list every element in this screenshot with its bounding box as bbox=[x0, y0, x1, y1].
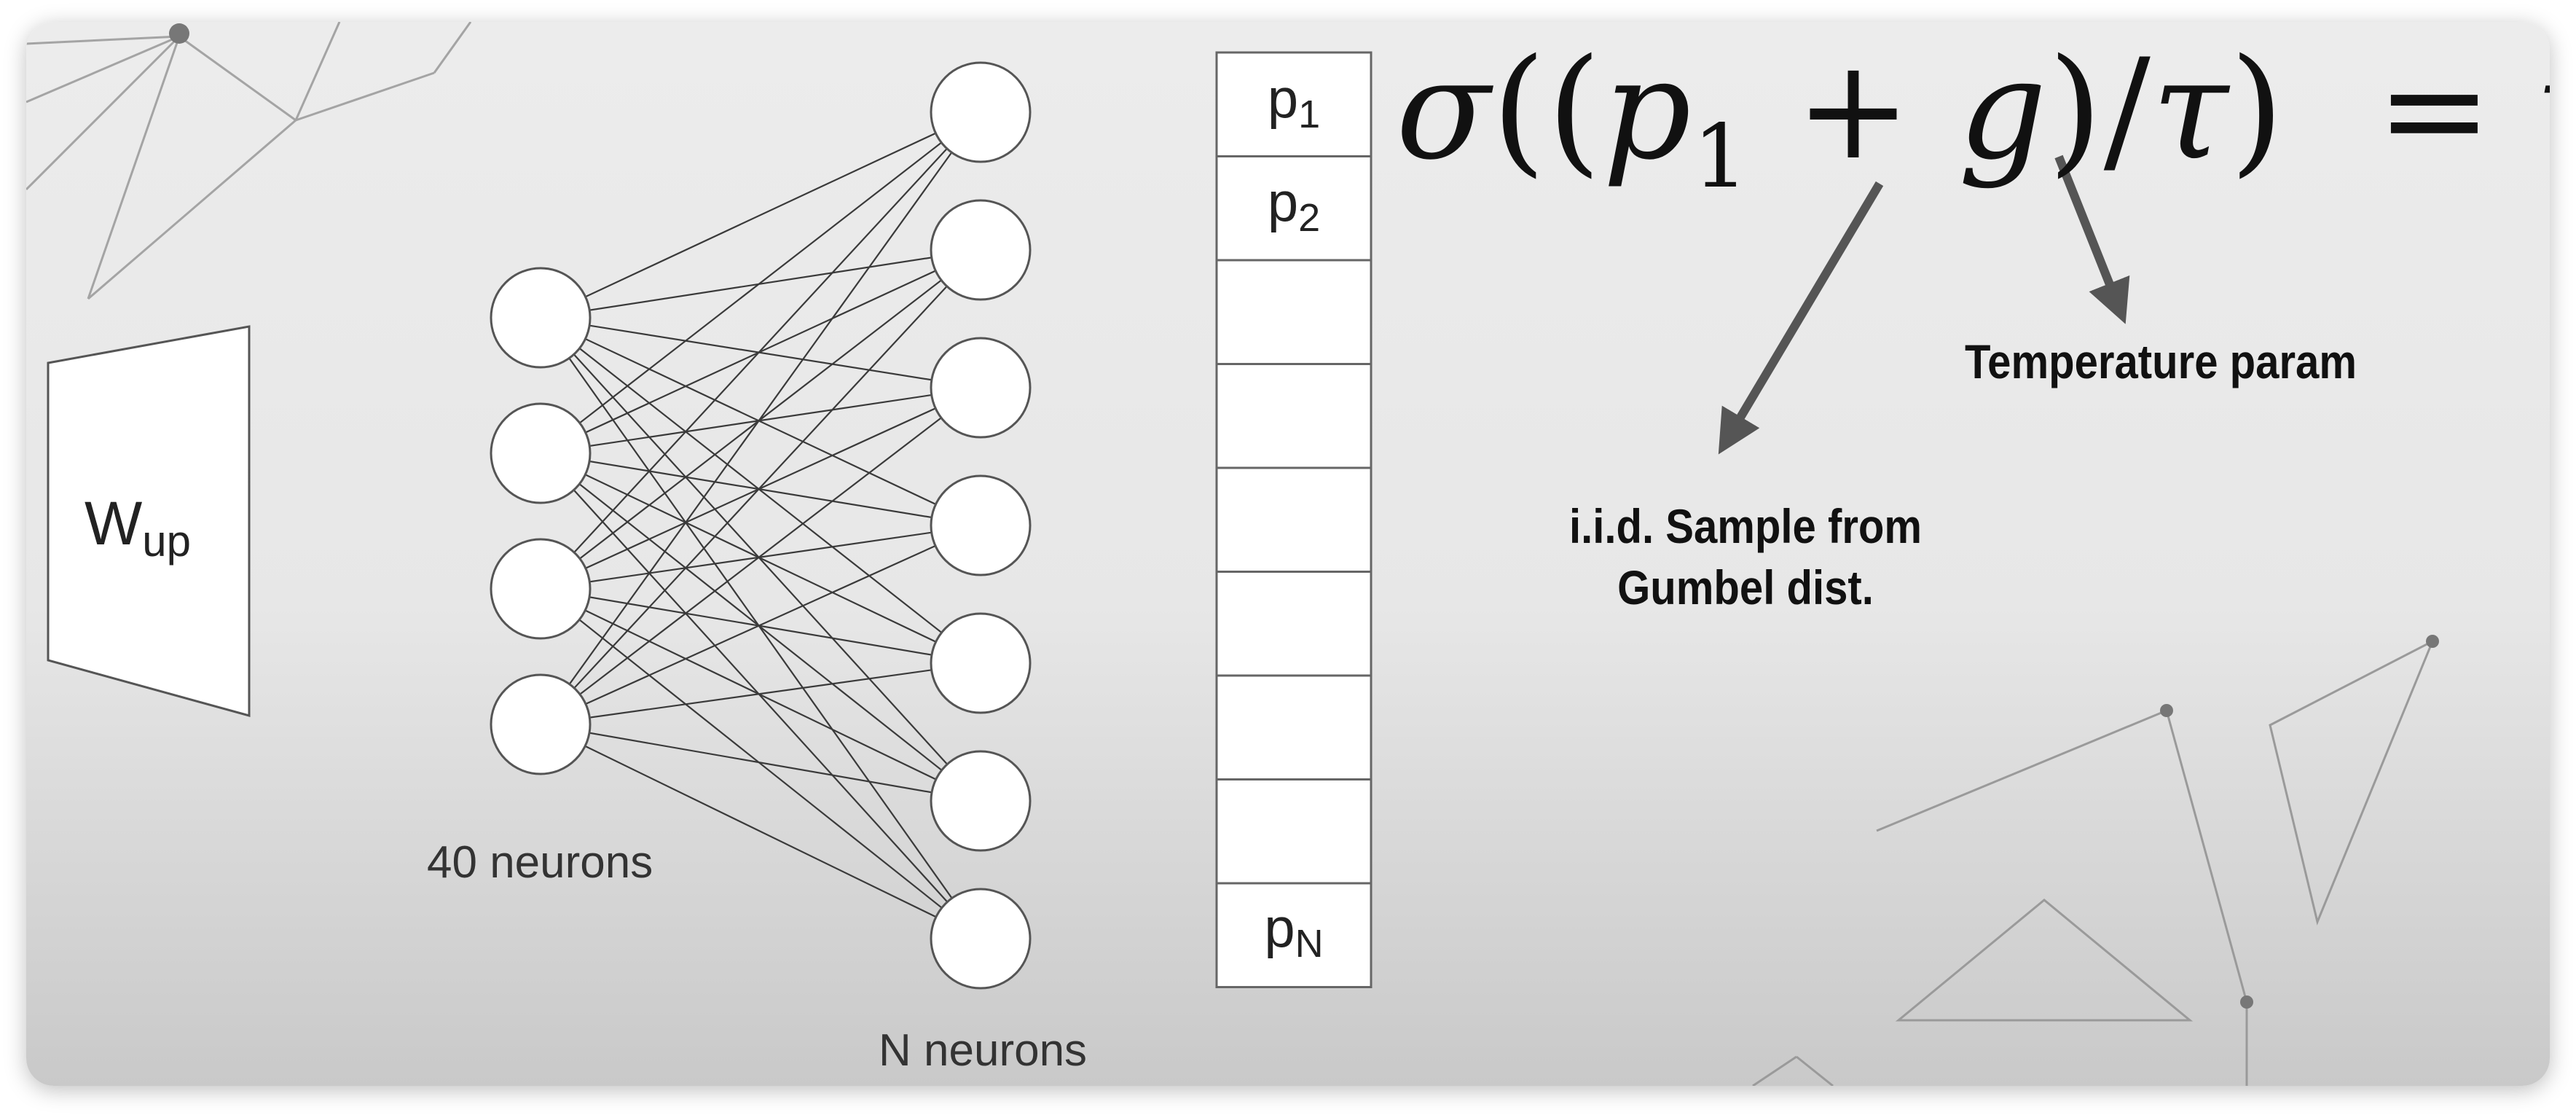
connection-line bbox=[540, 452, 981, 527]
formula-close-div: )/ bbox=[2048, 29, 2152, 190]
prob-cell-7 bbox=[1215, 674, 1373, 780]
connection-line bbox=[540, 249, 981, 725]
output-layer bbox=[930, 61, 1032, 990]
connection-line bbox=[540, 453, 981, 664]
connection-line bbox=[540, 453, 981, 802]
gumbel-annotation-line2: Gumbel dist. bbox=[1617, 560, 1874, 614]
connection-line bbox=[540, 587, 981, 665]
decor-dot bbox=[169, 23, 189, 44]
probability-vector bbox=[1215, 51, 1373, 988]
connection-line bbox=[540, 317, 981, 526]
projection-label: Wup bbox=[85, 488, 191, 566]
connection-line bbox=[540, 317, 981, 939]
formula-close-paren: ) bbox=[2229, 29, 2286, 190]
connection-line bbox=[540, 524, 981, 590]
output-neuron-6 bbox=[930, 750, 1032, 852]
connection-line bbox=[540, 588, 981, 802]
connection-line bbox=[540, 387, 981, 725]
prob-cell-label-2: p2 bbox=[1267, 171, 1321, 240]
gumbel-annotation: i.i.d. Sample from Gumbel dist. bbox=[1489, 496, 2002, 618]
connection-line bbox=[540, 112, 981, 454]
formula-p: p bbox=[1602, 29, 1693, 190]
decor-dot bbox=[2240, 995, 2253, 1009]
projection-label-main: W bbox=[85, 489, 143, 558]
diagram-canvas bbox=[26, 22, 2439, 1086]
decor-dot bbox=[2160, 704, 2173, 717]
output-layer-label: N neurons bbox=[879, 1025, 1088, 1076]
input-neuron-2 bbox=[490, 402, 592, 504]
decor-dot bbox=[2426, 635, 2439, 648]
arrow-to-temperature bbox=[2054, 154, 2130, 324]
output-neuron-7 bbox=[930, 888, 1032, 990]
decor-lines-top-left bbox=[26, 22, 472, 300]
output-neuron-2 bbox=[930, 199, 1032, 301]
input-layer-label: 40 neurons bbox=[427, 837, 653, 888]
connection-line bbox=[540, 453, 981, 939]
connection-line bbox=[540, 249, 981, 319]
connection-line bbox=[540, 316, 981, 389]
output-neuron-1 bbox=[930, 61, 1032, 163]
input-neuron-3 bbox=[490, 538, 592, 640]
connection-line bbox=[540, 524, 981, 726]
input-layer bbox=[490, 267, 592, 775]
connection-line bbox=[540, 723, 981, 802]
prob-cell-3 bbox=[1215, 259, 1373, 365]
slide-frame: Wup 40 neurons N neurons p1 p2 pN σ((p1 … bbox=[26, 22, 2550, 1086]
connection-line bbox=[540, 662, 981, 726]
output-neuron-3 bbox=[930, 337, 1032, 439]
arrow-to-gumbel bbox=[1718, 181, 1884, 455]
formula-sigma: σ bbox=[1396, 29, 1492, 190]
prob-cell-5 bbox=[1215, 466, 1373, 573]
output-neuron-4 bbox=[930, 474, 1032, 576]
prob-cell-label-1: p1 bbox=[1267, 68, 1321, 136]
decor-lines-bottom-right bbox=[1752, 638, 2435, 1086]
output-neuron-5 bbox=[930, 612, 1032, 714]
formula-plus: + bbox=[1749, 29, 1958, 190]
prob-cell-4 bbox=[1215, 363, 1373, 469]
input-neuron-1 bbox=[490, 267, 592, 369]
connection-line bbox=[540, 724, 981, 939]
gumbel-annotation-line1: i.i.d. Sample from bbox=[1568, 499, 1923, 553]
prob-cell-6 bbox=[1215, 571, 1373, 677]
formula-equals: = bbox=[2285, 29, 2540, 190]
formula-g: g bbox=[1957, 29, 2049, 190]
connection-line bbox=[540, 317, 981, 802]
connection-line bbox=[540, 112, 981, 725]
projection-block-wup bbox=[47, 325, 251, 717]
formula-tau: τ bbox=[2151, 29, 2230, 190]
connection-line bbox=[540, 317, 981, 664]
formula-open-parens: (( bbox=[1491, 29, 1603, 190]
connection-line bbox=[540, 112, 981, 590]
connection-line bbox=[540, 588, 981, 939]
projection-label-sub: up bbox=[142, 517, 192, 566]
temperature-annotation: Temperature param bbox=[1965, 334, 2357, 388]
connections bbox=[540, 112, 981, 939]
connection-line bbox=[540, 386, 981, 455]
formula-v: v bbox=[2539, 29, 2550, 190]
prob-cell-1 bbox=[1215, 51, 1373, 157]
prob-cell-label-n: pN bbox=[1264, 897, 1324, 966]
gumbel-softmax-formula: σ((p1 + g)/τ) = v*1 bbox=[1396, 29, 2550, 208]
input-neuron-4 bbox=[490, 673, 592, 775]
formula-p-sub: 1 bbox=[1692, 106, 1750, 208]
prob-cell-9 bbox=[1215, 882, 1373, 988]
prob-cell-8 bbox=[1215, 778, 1373, 885]
connection-line bbox=[540, 112, 981, 318]
